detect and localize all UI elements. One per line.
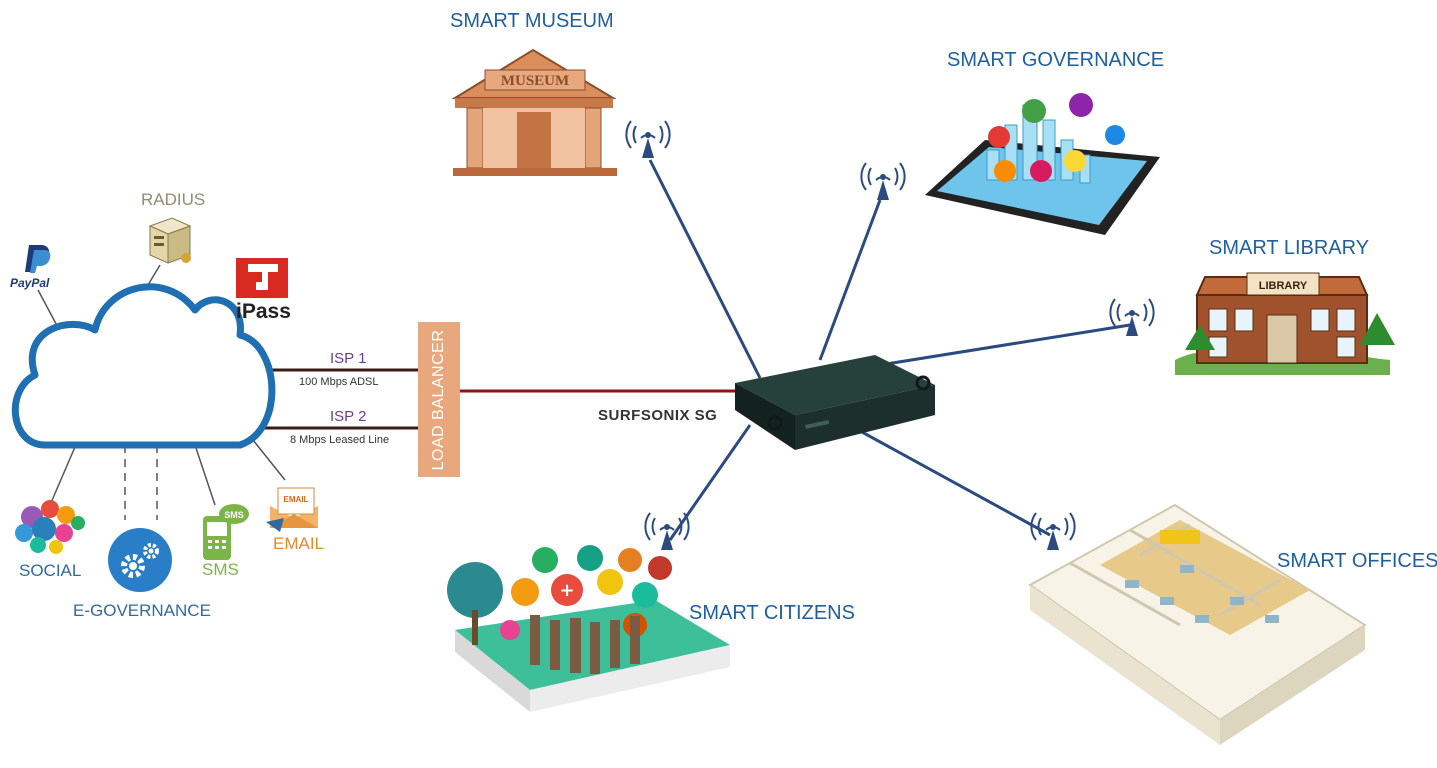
link-citizens <box>668 424 752 541</box>
citizens-illustration: + <box>447 545 730 712</box>
link-governance <box>818 199 882 361</box>
isp1-name: ISP 1 <box>330 350 367 367</box>
social-label: SOCIAL <box>19 561 82 580</box>
sms-label: SMS <box>202 560 239 579</box>
isp2-desc: 8 Mbps Leased Line <box>290 434 390 446</box>
server-icon <box>148 217 192 264</box>
library-sign: LIBRARY <box>1259 280 1308 292</box>
governance-illustration <box>925 93 1160 235</box>
svg-text:+: + <box>559 580 574 601</box>
radius-label: RADIUS <box>141 190 206 209</box>
link-library <box>879 323 1131 367</box>
wifi-antenna-icon <box>625 120 671 159</box>
node-title-library: SMART LIBRARY <box>1209 237 1370 259</box>
museum-illustration: MUSEUM <box>451 48 617 176</box>
isp2-name: ISP 2 <box>330 408 367 425</box>
offices-illustration <box>1028 503 1367 745</box>
node-title-offices: SMART OFFICES <box>1277 550 1437 572</box>
library-illustration: LIBRARY <box>1175 272 1395 375</box>
load-balancer-box <box>418 322 460 477</box>
museum-sign: MUSEUM <box>501 73 569 89</box>
email-icon: EMAIL <box>266 487 318 532</box>
wireless-links <box>648 159 1131 541</box>
link-museum <box>648 159 762 379</box>
sms-icon: SMS <box>203 504 249 560</box>
link-offices <box>839 418 1051 537</box>
paypal-label: PayPal <box>10 276 50 290</box>
node-title-governance: SMART GOVERNANCE <box>947 49 1165 71</box>
wifi-antenna-icon <box>1109 298 1155 337</box>
node-title-citizens: SMART CITIZENS <box>689 602 855 624</box>
ipass-icon <box>236 258 288 298</box>
cloud-icon <box>11 283 276 449</box>
email-label: EMAIL <box>273 534 325 553</box>
gears-icon <box>108 528 172 592</box>
wifi-antenna-icon <box>644 512 690 551</box>
sms-bubble-text: SMS <box>224 510 244 520</box>
load-balancer-label: LOAD BALANCER <box>430 329 447 470</box>
wifi-antenna-icon <box>860 162 906 201</box>
social-icon <box>15 500 85 554</box>
email-tag-text: EMAIL <box>284 495 309 504</box>
wifi-antenna-icon <box>1030 512 1076 551</box>
ipass-label: iPass <box>236 300 291 323</box>
egovernance-label: E-GOVERNANCE <box>73 601 211 620</box>
node-title-museum: SMART MUSEUM <box>450 10 614 32</box>
paypal-icon <box>25 245 51 273</box>
load-balancer: LOAD BALANCER <box>418 322 460 477</box>
isp1-desc: 100 Mbps ADSL <box>299 376 379 388</box>
device-label: SURFSONIX SG <box>598 407 718 424</box>
surfsonix-device <box>735 355 935 450</box>
